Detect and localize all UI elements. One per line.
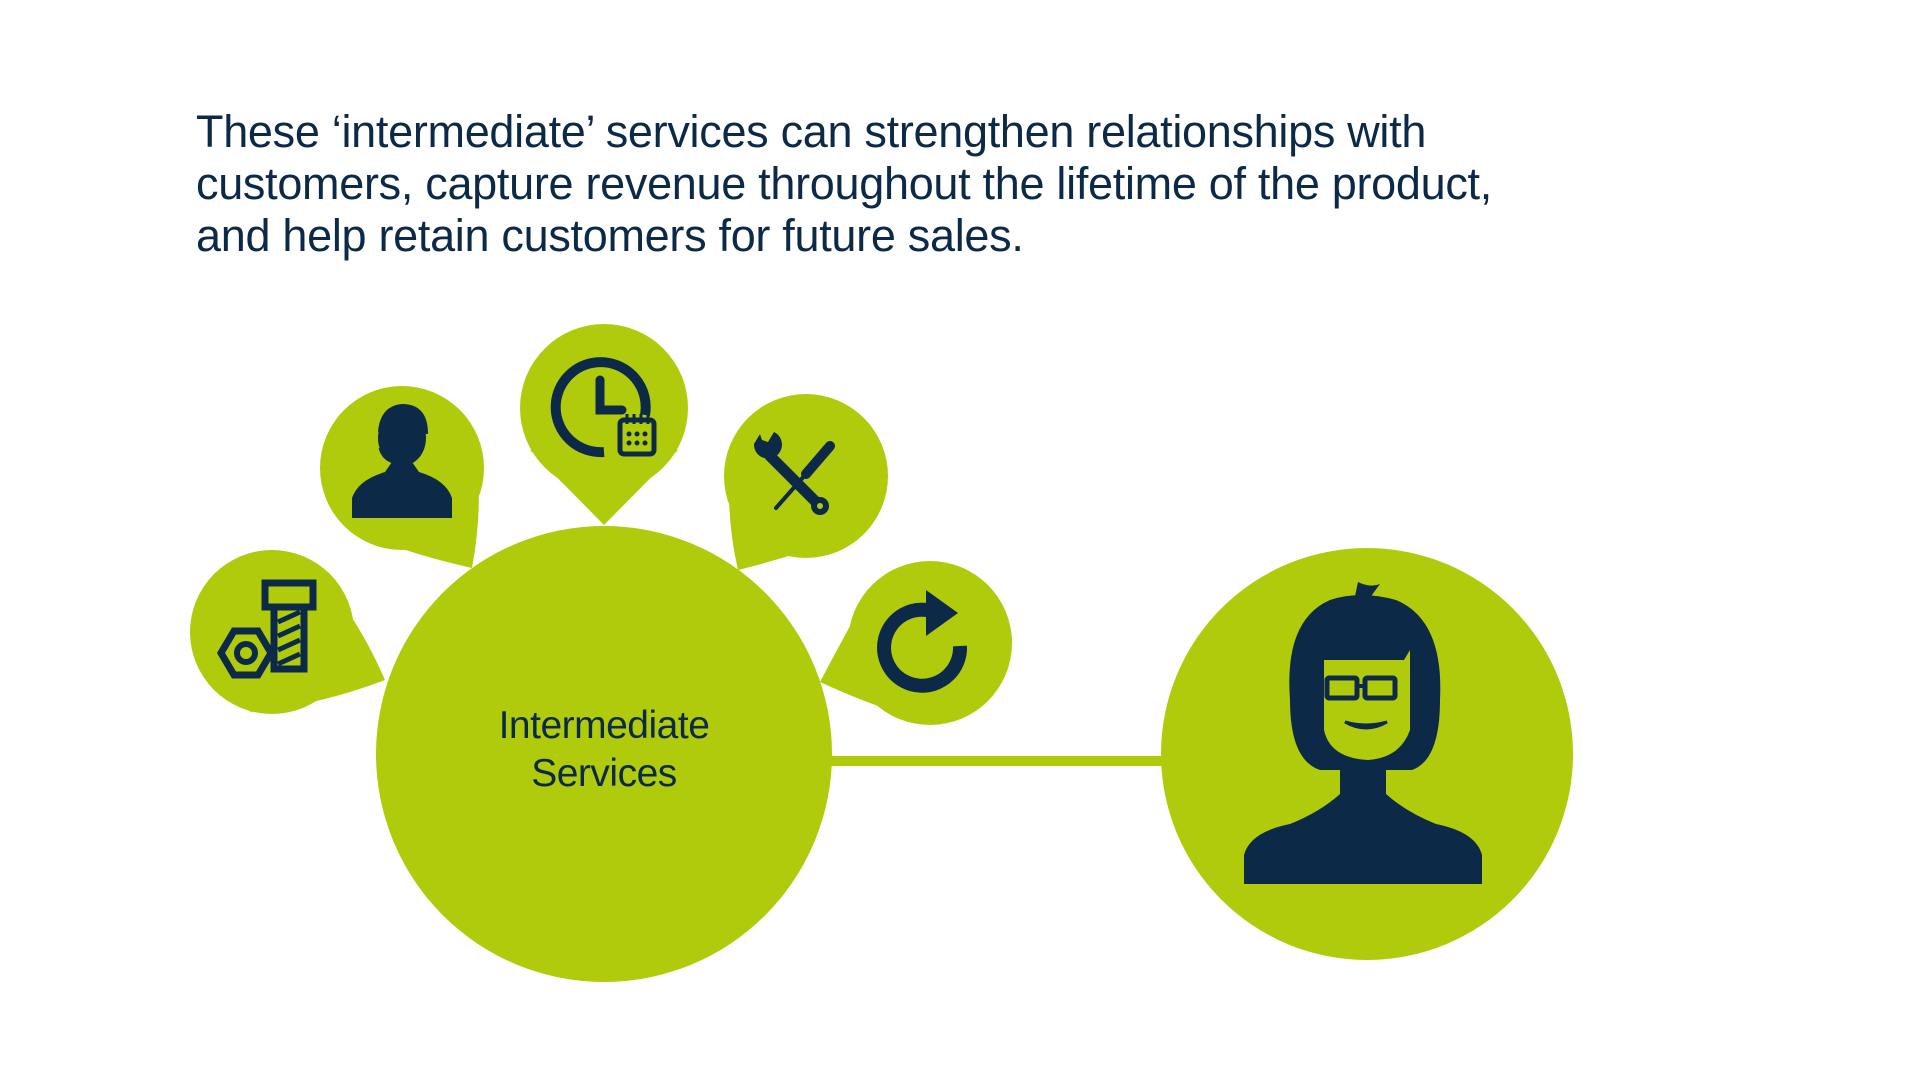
headline-line-2: customers, capture revenue throughout th…	[196, 158, 1492, 209]
woman-avatar-icon	[1244, 582, 1482, 884]
center-node-label: Intermediate Services	[454, 702, 754, 798]
bubble-scheduling	[520, 324, 688, 525]
headline-line-3: and help retain customers for future sal…	[196, 210, 1024, 261]
bubble-maintenance-repair	[724, 394, 888, 570]
headset-agent-icon	[352, 404, 452, 518]
headline-line-1: These ‘intermediate’ services can streng…	[196, 106, 1427, 157]
connector-line	[820, 756, 1170, 766]
clock-calendar-icon	[550, 357, 657, 458]
wrench-screwdriver-icon	[753, 432, 835, 515]
bubble-renewal	[820, 561, 1012, 725]
headline-text: These ‘intermediate’ services can streng…	[196, 106, 1696, 262]
bolt-nut-icon	[216, 579, 317, 679]
refresh-arrow-icon	[877, 590, 968, 693]
center-node-label-line-1: Intermediate	[498, 704, 710, 747]
center-node-circle	[376, 526, 832, 982]
calendar-dots	[626, 431, 648, 446]
center-node-label-line-2: Services	[531, 752, 677, 795]
